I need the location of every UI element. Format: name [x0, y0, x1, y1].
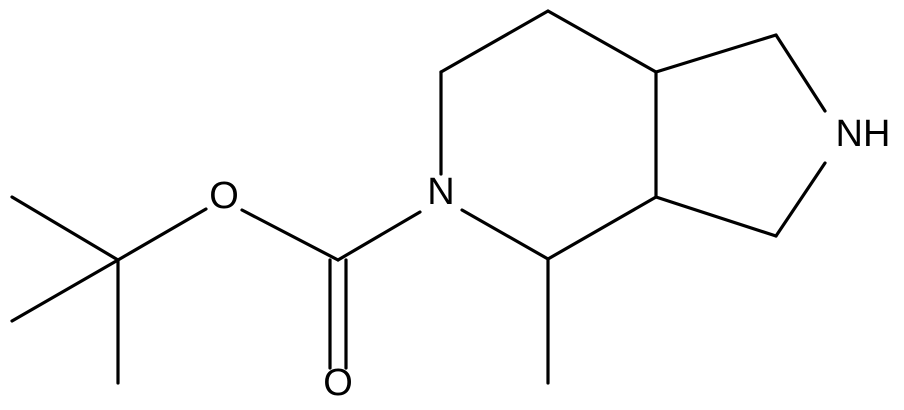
bond-tbu-methyl-left	[10, 258, 120, 323]
bond-o-carbonyl-c	[240, 208, 340, 262]
bond-ring-top-right	[546, 9, 658, 74]
atom-label-oxygen-carbonyl: O	[323, 362, 353, 404]
bond-tbu-o	[116, 207, 208, 262]
bond-ring-bottom-left	[460, 208, 550, 261]
bond-tbu-methyl-top	[10, 195, 120, 262]
bond-pyrrolidine-top	[654, 33, 778, 74]
bond-pyrrolidine-top-n	[774, 33, 827, 113]
bond-pyrrolidine-bottom	[654, 195, 778, 238]
bond-ring-top-left	[439, 9, 550, 74]
atom-label-nh: NH	[836, 113, 891, 155]
bond-carbonyl-c-n	[336, 210, 422, 262]
bond-pyrrolidine-bottom-n	[774, 161, 827, 238]
atom-label-oxygen-ether: O	[209, 175, 239, 217]
bond-ring-bottom-right	[546, 195, 658, 261]
atom-label-nitrogen-ring: N	[427, 171, 454, 213]
